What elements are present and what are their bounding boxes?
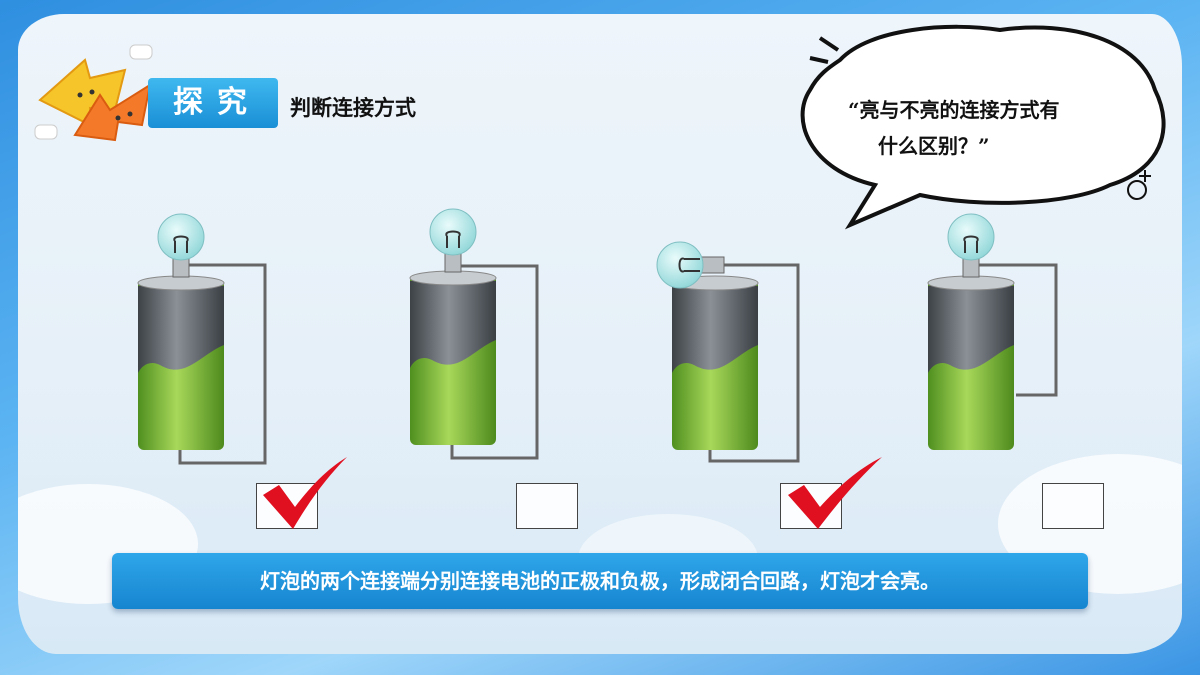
circuit-4 <box>927 213 1058 450</box>
circuit-3 <box>656 241 800 463</box>
check-mark-icon <box>788 457 882 529</box>
checkbox-circuit-2[interactable] <box>516 483 578 529</box>
mascot-arrows-icon <box>34 44 153 142</box>
speech-bubble-question: “亮与不亮的连接方式有 什么区别？” <box>848 92 1118 164</box>
check-mark-icon <box>263 457 347 529</box>
conclusion-banner: 灯泡的两个连接端分别连接电池的正极和负极，形成闭合回路，灯泡才会亮。 <box>112 553 1088 609</box>
question-line-2: 什么区别？” <box>878 134 990 158</box>
section-badge: 探究 <box>148 78 278 128</box>
speech-bubble-icon <box>800 24 1166 230</box>
circuit-1 <box>137 213 267 465</box>
circuit-2 <box>409 208 539 460</box>
page-subtitle: 判断连接方式 <box>290 95 416 120</box>
question-line-1: “亮与不亮的连接方式有 <box>848 98 1060 122</box>
checkbox-circuit-4[interactable] <box>1042 483 1104 529</box>
